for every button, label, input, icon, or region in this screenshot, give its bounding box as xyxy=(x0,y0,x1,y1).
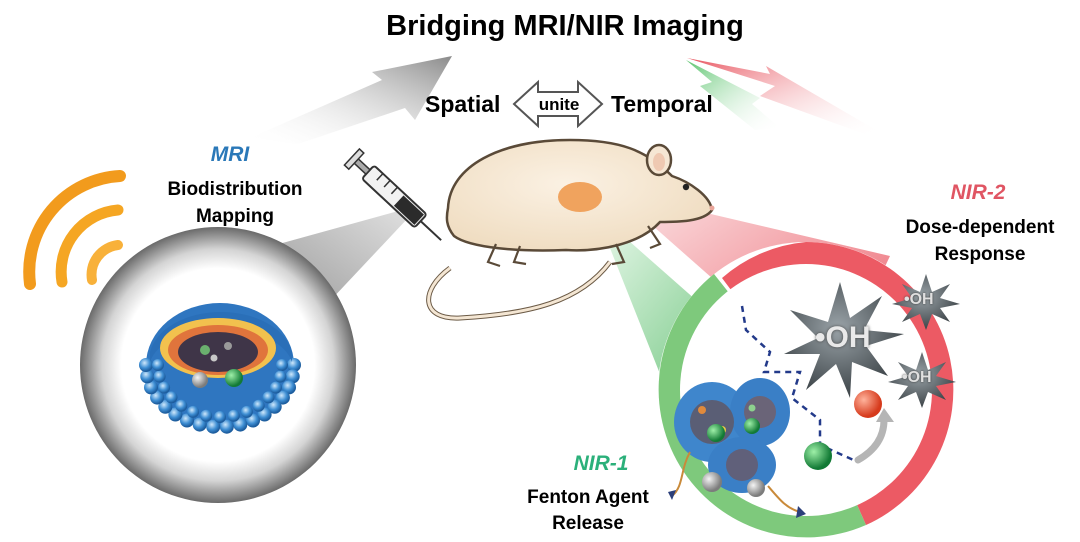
nir2-label: NIR-2 xyxy=(950,181,1006,204)
spatial-label: Spatial xyxy=(425,91,501,117)
hydroxyl-radical-label-large: •OH xyxy=(815,321,871,354)
lipid-bead xyxy=(233,417,248,432)
fenton-agent-red-sphere xyxy=(854,390,882,418)
mri-description-line-1: Biodistribution xyxy=(167,179,303,200)
nir1-description: Fenton Agent Release xyxy=(498,485,678,537)
lipid-bead xyxy=(200,409,213,422)
syringe-icon xyxy=(343,147,442,241)
lipid-bead xyxy=(140,369,155,384)
lipid-bead xyxy=(192,417,207,432)
mri-arrow xyxy=(250,56,452,144)
lipid-bead xyxy=(274,370,287,383)
lipid-bead xyxy=(227,409,240,422)
lipid-bead xyxy=(150,390,165,405)
mouse-illustration xyxy=(426,138,715,321)
lipid-bead xyxy=(214,411,226,423)
hydroxyl-radical-small-2 xyxy=(888,352,956,408)
hydroxyl-radical-label-small-2: •OH xyxy=(902,369,932,386)
nanoparticle-cluster xyxy=(668,378,806,518)
lipid-bead xyxy=(282,380,296,395)
lipid-bead xyxy=(187,405,200,418)
lipid-bead xyxy=(275,390,290,405)
lipid-bead xyxy=(153,370,166,383)
lipid-bead xyxy=(144,380,158,395)
lipid-bead xyxy=(165,391,178,404)
lipid-bead xyxy=(175,399,188,412)
fenton-agent-green-sphere xyxy=(804,442,832,470)
unite-double-arrow xyxy=(512,79,604,129)
mri-label: MRI xyxy=(210,143,250,166)
lipid-bead xyxy=(267,399,282,414)
lipid-bead xyxy=(206,419,221,434)
lipid-bead xyxy=(252,399,265,412)
lipid-bead xyxy=(276,359,288,371)
lipid-bead xyxy=(287,358,301,372)
nir1-description-line-1: Fenton Agent xyxy=(527,487,649,508)
temporal-label: Temporal xyxy=(611,91,713,117)
nir2-arrow xyxy=(687,58,876,136)
lipid-bead xyxy=(219,419,234,434)
unite-label: unite xyxy=(538,95,580,114)
hydroxyl-radical-small-1 xyxy=(892,274,960,330)
lipid-bead xyxy=(139,358,153,372)
lipid-bead xyxy=(285,369,300,384)
nir1-label: NIR-1 xyxy=(573,452,629,475)
lipid-bead xyxy=(269,381,282,394)
hydroxyl-radical-label-small-1: •OH xyxy=(904,291,934,308)
nir2-description: Dose-dependent Response xyxy=(880,214,1080,268)
nir1-description-line-2: Release xyxy=(552,513,624,534)
lipid-bead xyxy=(158,399,173,414)
mri-description-line-2: Mapping xyxy=(195,206,275,227)
lipid-bead xyxy=(158,381,171,394)
liposome-nanoparticle xyxy=(139,303,301,434)
nir2-description-line-2: Response xyxy=(934,244,1026,265)
signal-waves-icon xyxy=(23,170,126,290)
lipid-bead xyxy=(262,391,275,404)
nir2-description-line-1: Dose-dependent xyxy=(905,217,1055,238)
mri-description: Biodistribution Mapping xyxy=(145,176,325,230)
hydroxyl-radical-large xyxy=(784,282,904,398)
page-title: Bridging MRI/NIR Imaging xyxy=(386,10,744,42)
lipid-bead xyxy=(152,359,164,371)
nir1-arrow xyxy=(686,60,780,130)
lipid-bead xyxy=(240,405,253,418)
